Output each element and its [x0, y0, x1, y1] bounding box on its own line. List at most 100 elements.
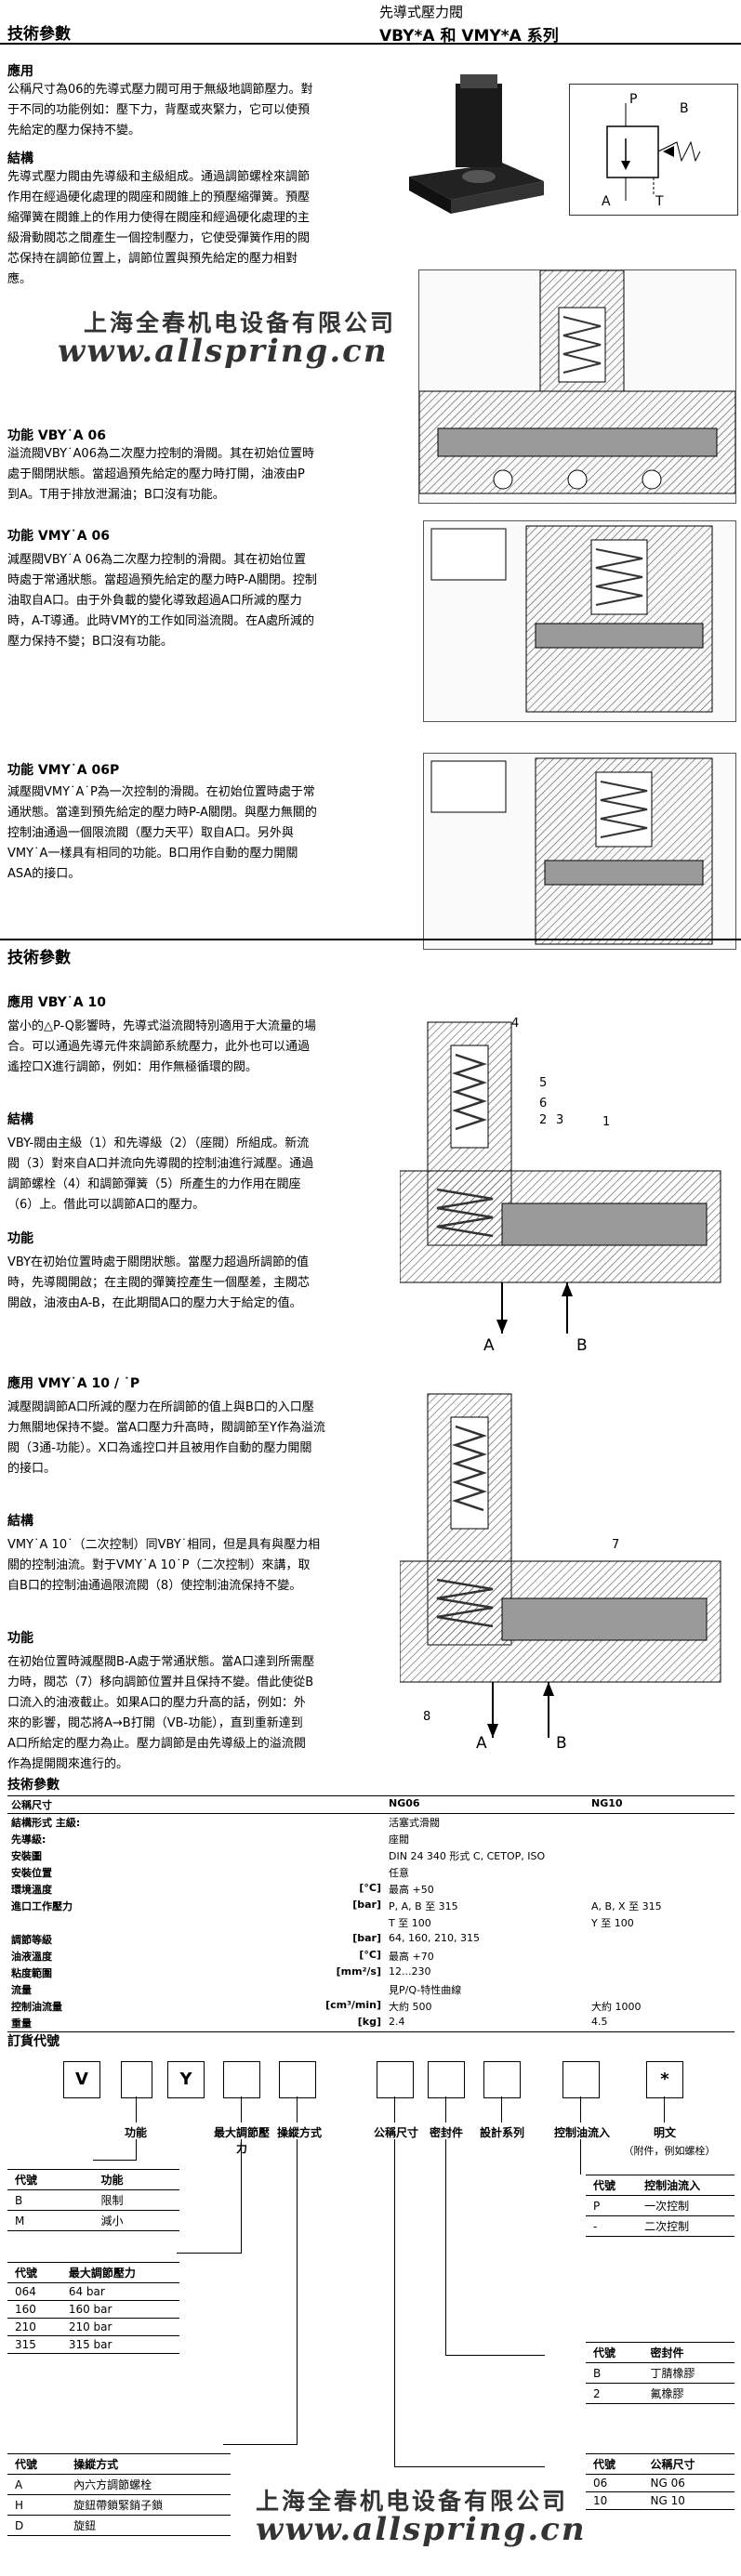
callout-7: 7 [612, 1538, 620, 1552]
port-a-label: A [483, 1336, 495, 1355]
func-vby06-heading: 功能 VBY˙A 06 [7, 428, 106, 443]
tech-row: 安裝位置任意 [11, 1867, 409, 1879]
label-func: 功能 [124, 2126, 147, 2139]
tech-row: 環境溫度[°C]最高 +50 [11, 1882, 434, 1896]
func-vmy06-block: 功能 VMY˙A 06 減壓閥VBY˙A 06為二次壓力控制的滑閥。其在初始位置… [7, 526, 407, 652]
header-rule [0, 43, 741, 45]
sec2-text-a: 應用 VBY˙A 10 當小的△P-Q影響時，先導式溢流閥特別適用于大流量的場合… [7, 992, 393, 1314]
sec2-title: 技術參數 [7, 949, 71, 967]
op-connector-h [223, 2444, 298, 2445]
ng-connector [394, 2139, 395, 2466]
label-ng: 公稱尺寸 [373, 2126, 418, 2139]
structure-heading: 結構 [7, 151, 33, 166]
symbol-port-b: B [680, 101, 689, 116]
port-b-label-2: B [556, 1734, 567, 1753]
func-connector [136, 2139, 137, 2160]
func-vmy06p-heading: 功能 VMY˙A 06P [7, 763, 120, 778]
use-vmy10-heading: 應用 VMY˙A 10 / ˙P [7, 1376, 140, 1391]
line-ng [394, 2096, 395, 2123]
label-op: 操縱方式 [276, 2126, 322, 2139]
func-vmy06-text: 減壓閥VBY˙A 06為二次壓力控制的滑閥。其在初始位置時處于常通狀態。當超過預… [7, 553, 317, 649]
func-vby06-block: 功能 VBY˙A 06 溢流閥VBY˙A06為二次壓力控制的滑閥。其在初始位置時… [7, 426, 407, 506]
watermark-url: www.allspring.cn [58, 333, 389, 370]
ctrl-connector [580, 2139, 581, 2175]
func-vmy06-heading: 功能 VMY˙A 06 [7, 529, 110, 544]
callout-3: 3 [556, 1113, 564, 1127]
valve-photo [390, 74, 558, 223]
line-note [664, 2096, 665, 2123]
callout-1: 1 [602, 1115, 611, 1129]
label-maxp: 最大調節壓力 [213, 2126, 270, 2155]
code-box-8 [483, 2061, 521, 2098]
code-box-2 [121, 2061, 152, 2098]
port-a-label-2: A [476, 1734, 487, 1753]
code-box-5 [279, 2061, 316, 2098]
sectional-drawing-vmy10: 7 8 A B [399, 1385, 734, 1756]
tech-title: 技術參數 [7, 1778, 60, 1793]
sectional-drawing-vmy06 [423, 520, 736, 722]
func-vmy10-heading: 功能 [7, 1631, 33, 1646]
label-note-sub: （附件，例如螺栓） [623, 2145, 716, 2157]
watermark-url-2: www.allspring.cn [256, 2511, 587, 2548]
sectional-drawing-vby10: 4 5 6 2 3 1 A B [399, 1004, 734, 1366]
struct-vmy10-text: VMY˙A 10˙（二次控制）同VBY˙相同，但是具有與壓力相關的控制油流。對于… [7, 1538, 321, 1593]
header-subtitle: 先導式壓力閥 [379, 4, 464, 20]
tech-row: 流量見P/Q-特性曲線 [11, 1984, 462, 1996]
port-b-label: B [576, 1336, 588, 1355]
callout-4: 4 [511, 1017, 520, 1031]
sec2-text-b: 應用 VMY˙A 10 / ˙P 減壓閥調節A口所減的壓力在所調節的值上與B口的… [7, 1373, 393, 1775]
struct-vby10-text: VBY-閥由主級（1）和先導級（2）（座閥）所組成。新流閥（3）對來自A口并流向… [7, 1137, 314, 1212]
label-seal: 密封件 [429, 2126, 463, 2139]
line-maxp [241, 2096, 242, 2123]
header-left-title: 技術參數 [7, 25, 71, 44]
line-op [297, 2096, 298, 2123]
func-vby10-text: VBY在初始位置時處于關閉狀態。當壓力超過所調節的值時，先導閥開啟；在主閥的彈簧… [7, 1255, 311, 1310]
code-box-6 [377, 2061, 414, 2098]
callout-2: 2 [539, 1113, 548, 1127]
struct-vmy10-heading: 結構 [7, 1514, 33, 1529]
tech-row: 粘度範圍[mm²/s]12...230 [11, 1965, 431, 1979]
code-box-7 [428, 2061, 465, 2098]
hydraulic-symbol-vby: P B A T [569, 84, 738, 216]
struct-vby10-heading: 結構 [7, 1112, 33, 1127]
use-vby10-text: 當小的△P-Q影響時，先導式溢流閥特別適用于大流量的場合。可以通過先導元件來調節… [7, 1019, 316, 1074]
structure-text: 先導式壓力閥由先導級和主級組成。通過調節螺栓來調節作用在經過硬化處理的閥座和閥錐… [7, 170, 311, 286]
header-series-title: VBY*A 和 VMY*A 系列 [379, 27, 559, 46]
symbol-port-a: A [602, 194, 611, 209]
maxp-connector-h [177, 2253, 242, 2254]
sectional-drawing-vby06 [418, 269, 736, 504]
tech-row: 調節等級[bar]64, 160, 210, 315 [11, 1932, 480, 1946]
use-heading: 應用 [7, 64, 33, 79]
label-ctrl: 控制油流入 [553, 2126, 610, 2139]
line-func [136, 2096, 137, 2123]
code-box-1: V [63, 2061, 100, 2098]
line-seal [445, 2096, 446, 2123]
tech-row: 油液溫度[°C]最高 +70 [11, 1949, 434, 1963]
line-ctrl [580, 2096, 581, 2123]
func-vmy10-text: 在初始位置時減壓閥B-A處于常通狀態。當A口達到所需壓力時，閥芯（7）移向調節位… [7, 1655, 315, 1771]
callout-8: 8 [423, 1710, 431, 1724]
sectional-drawing-vmy06p [423, 753, 736, 950]
tech-row: 結構形式 主級:活塞式滑閥 [11, 1817, 440, 1829]
func-vmy06p-text: 減壓閥VMY˙A˙P為一次控制的滑閥。在初始位置時處于常通狀態。當達到預先給定的… [7, 785, 317, 881]
symbol-port-p: P [629, 92, 638, 107]
callout-5: 5 [539, 1076, 548, 1090]
seal-connector [445, 2139, 446, 2355]
